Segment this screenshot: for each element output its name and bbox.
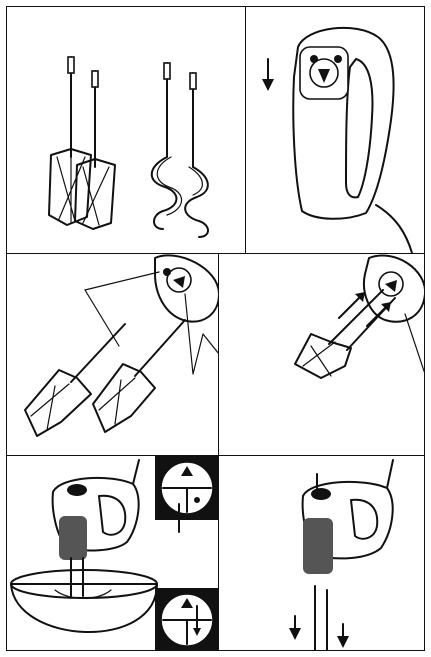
mixer-head-drawing — [246, 7, 425, 254]
panel-accessories — [6, 6, 246, 254]
accessories-drawing — [7, 7, 246, 254]
arrow-down-icon — [337, 624, 349, 648]
panel-mixing — [6, 455, 219, 651]
mixing-drawing — [7, 456, 219, 651]
mixer-head-icon — [303, 460, 393, 574]
arrow-down-icon — [262, 59, 274, 91]
arrow-down-icon — [289, 616, 301, 640]
insert-arrows-drawing — [219, 254, 425, 456]
beater-icon — [295, 290, 395, 378]
beater-icon — [49, 57, 91, 225]
panel-mixer-head — [245, 6, 425, 254]
panel-insert-beaters — [6, 253, 219, 456]
panel-insert-beaters-arrows — [218, 253, 425, 456]
speed-dial-icon — [155, 456, 219, 532]
beater-icon — [93, 320, 185, 432]
insert-beaters-drawing — [7, 254, 219, 456]
beater-icon — [75, 71, 115, 229]
panel-eject-beaters — [218, 455, 425, 651]
mixer-head-icon — [53, 460, 139, 560]
dough-hook-icon — [185, 73, 208, 237]
mixer-head-icon — [364, 256, 425, 322]
dough-hook-icon — [152, 63, 182, 229]
eject-drawing — [219, 456, 425, 651]
mixer-head-icon — [293, 28, 412, 253]
bowl-icon — [11, 558, 157, 632]
speed-dial-icon — [155, 588, 219, 651]
